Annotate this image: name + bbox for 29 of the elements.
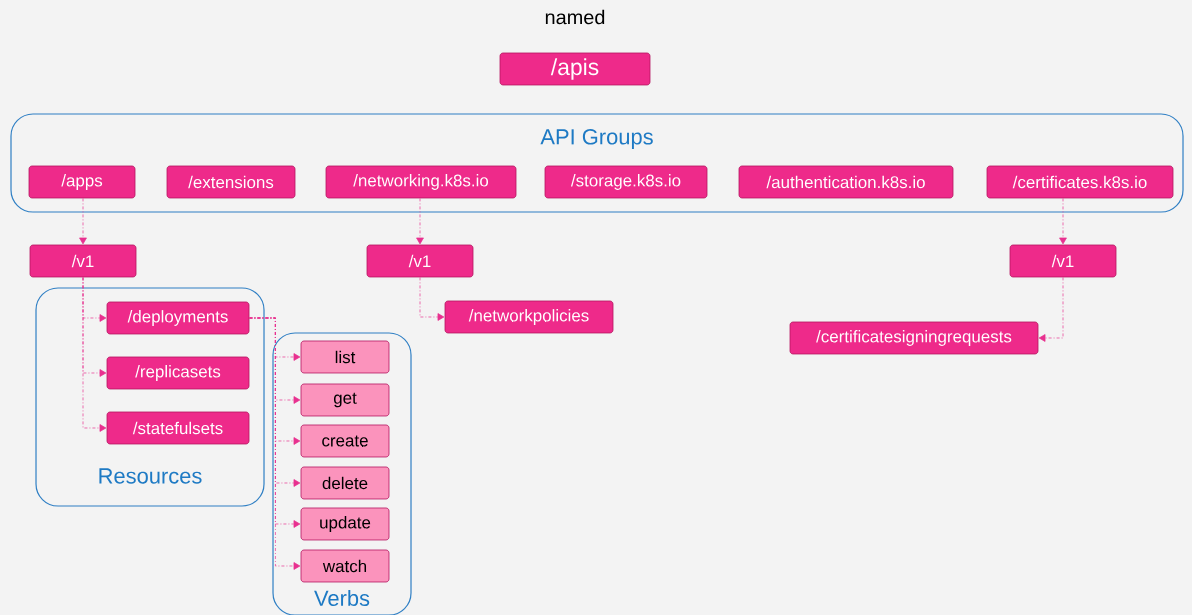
verb-box: list: [300, 340, 390, 374]
path-box: /certificatesigningrequests: [789, 321, 1039, 355]
path-box: /networking.k8s.io: [325, 165, 517, 199]
verb-box: create: [300, 424, 390, 458]
arrow: [1059, 198, 1067, 245]
title: named: [545, 9, 605, 25]
arrow: [82, 277, 107, 432]
arrow: [1038, 277, 1064, 342]
path-box: /networkpolicies: [444, 300, 614, 334]
arrow: [416, 198, 424, 245]
verb-box: update: [300, 507, 390, 541]
path-box: /apps: [28, 165, 136, 199]
arrow: [79, 198, 87, 245]
verb-box: watch: [300, 549, 390, 583]
path-box: /v1: [29, 244, 137, 278]
arrow: [419, 277, 445, 321]
arrow: [249, 317, 301, 570]
path-box: /deployments: [106, 301, 250, 335]
verb-box: delete: [300, 466, 390, 500]
path-box: /v1: [1009, 244, 1117, 278]
path-box: /extensions: [166, 165, 296, 199]
path-box: /statefulsets: [106, 411, 250, 445]
path-box: /certificates.k8s.io: [986, 165, 1174, 199]
api-box: /apis: [499, 52, 651, 86]
path-box: /storage.k8s.io: [544, 165, 708, 199]
path-box: /replicasets: [106, 356, 250, 390]
path-box: /v1: [366, 244, 474, 278]
verb-box: get: [300, 383, 390, 417]
path-box: /authentication.k8s.io: [738, 165, 954, 199]
